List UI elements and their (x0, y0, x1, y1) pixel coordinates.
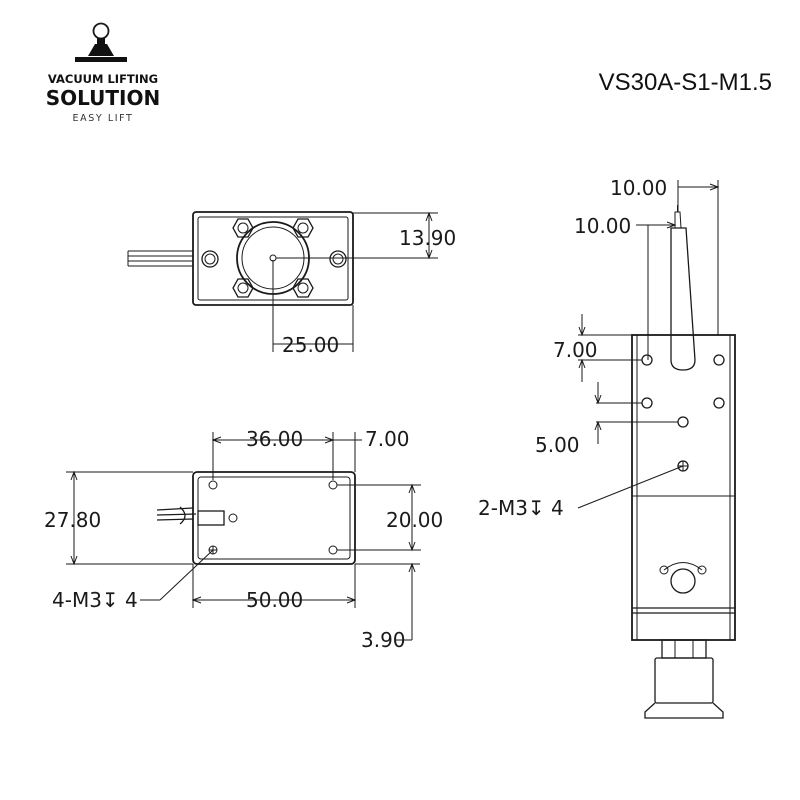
dim-50-00: 50.00 (246, 588, 303, 612)
dim-5-00: 5.00 (535, 433, 580, 457)
dim-3-90: 3.90 (361, 628, 406, 652)
top-view: 13.90 25.00 (127, 211, 456, 357)
cable-front (156, 506, 225, 526)
brand-tagline: EASY LIFT (73, 113, 134, 124)
dim-25-00: 25.00 (282, 333, 339, 357)
suction-cup-icon (75, 22, 127, 62)
front-view: 36.00 7.00 27.80 20.00 50.00 (44, 427, 443, 652)
dim-7-00-side: 7.00 (553, 338, 598, 362)
brand-line2: SOLUTION (46, 86, 161, 110)
dim-13-90: 13.90 (399, 226, 456, 250)
cable-side (670, 205, 696, 371)
dim-10-00-a: 10.00 (610, 176, 667, 200)
brand-logo: VACUUM LIFTING SOLUTION EASY LIFT (46, 22, 161, 124)
dim-20-00: 20.00 (386, 508, 443, 532)
thread-note-side: 2-M3↧ 4 (478, 496, 564, 520)
dim-36-00: 36.00 (246, 427, 303, 451)
thread-note-front: 4-M3↧ 4 (52, 588, 138, 612)
hex-bolts (232, 218, 314, 298)
front-view-body (192, 471, 356, 565)
connector-icon (659, 562, 707, 594)
brand-line1: VACUUM LIFTING (48, 72, 158, 86)
cable-top (127, 250, 193, 267)
dim-27-80: 27.80 (44, 508, 101, 532)
model-number: VS30A-S1-M1.5 (599, 69, 772, 96)
suction-cup (644, 639, 724, 719)
side-view: 10.00 10.00 7.00 5.00 2-M3↧ 4 (478, 176, 736, 719)
dim-7-00-front: 7.00 (365, 427, 410, 451)
side-view-body (631, 334, 736, 641)
dim-10-00-b: 10.00 (574, 214, 631, 238)
